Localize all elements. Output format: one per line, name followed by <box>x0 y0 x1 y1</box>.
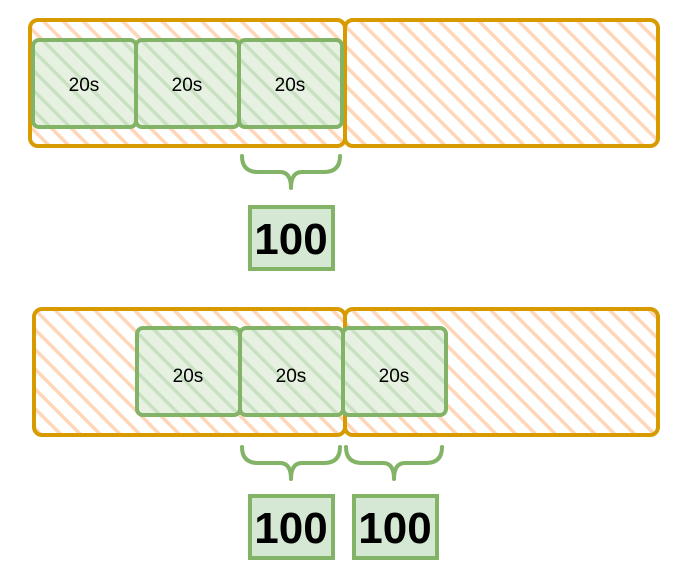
top-segment-3: 20s <box>237 38 344 129</box>
bottom-count-1-label: 100 <box>254 504 327 553</box>
bottom-scenario: 20s 20s 20s 100 100 <box>32 307 660 560</box>
top-segment-1: 20s <box>31 38 138 129</box>
top-segments: 20s 20s 20s <box>31 38 344 129</box>
bottom-count-box-1: 100 <box>248 494 335 560</box>
bottom-segment-1: 20s <box>135 326 242 417</box>
top-count-1-label: 100 <box>254 215 327 264</box>
bottom-brace-2 <box>344 445 444 481</box>
bottom-count-2-label: 100 <box>358 504 431 553</box>
top-window-2 <box>343 18 660 148</box>
bottom-count-box-2: 100 <box>352 494 439 560</box>
top-segment-2-label: 20s <box>172 75 203 96</box>
bottom-segment-2: 20s <box>238 326 345 417</box>
bottom-segment-3-label: 20s <box>379 366 410 387</box>
top-segment-2: 20s <box>134 38 241 129</box>
top-brace-1 <box>240 154 342 190</box>
bottom-segment-2-label: 20s <box>276 366 307 387</box>
top-segment-1-label: 20s <box>69 75 100 96</box>
bottom-segment-3: 20s <box>341 326 448 417</box>
bottom-brace-1 <box>240 445 342 481</box>
top-count-box-1: 100 <box>248 205 335 271</box>
top-segment-3-label: 20s <box>275 75 306 96</box>
bottom-segments: 20s 20s 20s <box>135 326 448 417</box>
bottom-segment-1-label: 20s <box>173 366 204 387</box>
top-scenario: 20s 20s 20s 100 <box>28 18 660 271</box>
